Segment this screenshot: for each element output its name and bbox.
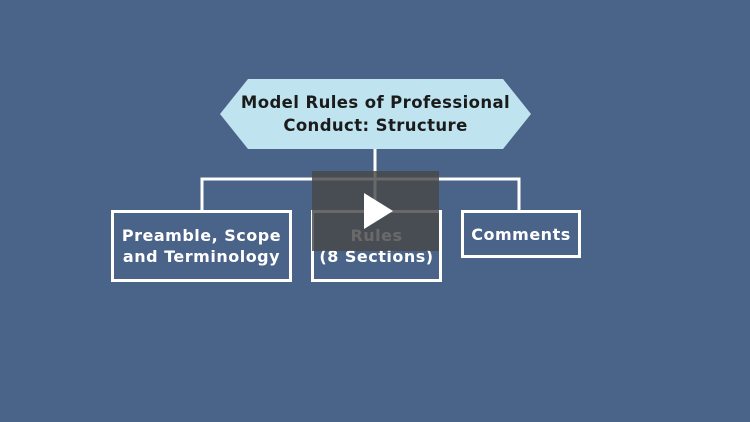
root-label-line-1: Model Rules of Professional: [240, 93, 511, 112]
play-icon: [364, 193, 393, 229]
root-node-label: Model Rules of Professional Conduct: Str…: [241, 91, 510, 137]
node-preamble-label: Preamble, Scope and Terminology: [121, 226, 282, 266]
root-node: Model Rules of Professional Conduct: Str…: [220, 79, 531, 149]
node-preamble-scope-terminology: Preamble, Scope and Terminology: [111, 210, 292, 282]
node-comments: Comments: [461, 210, 581, 258]
node-comments-label: Comments: [471, 224, 571, 244]
root-label-line-2: Conduct: Structure: [283, 116, 468, 135]
play-button[interactable]: [312, 171, 439, 251]
